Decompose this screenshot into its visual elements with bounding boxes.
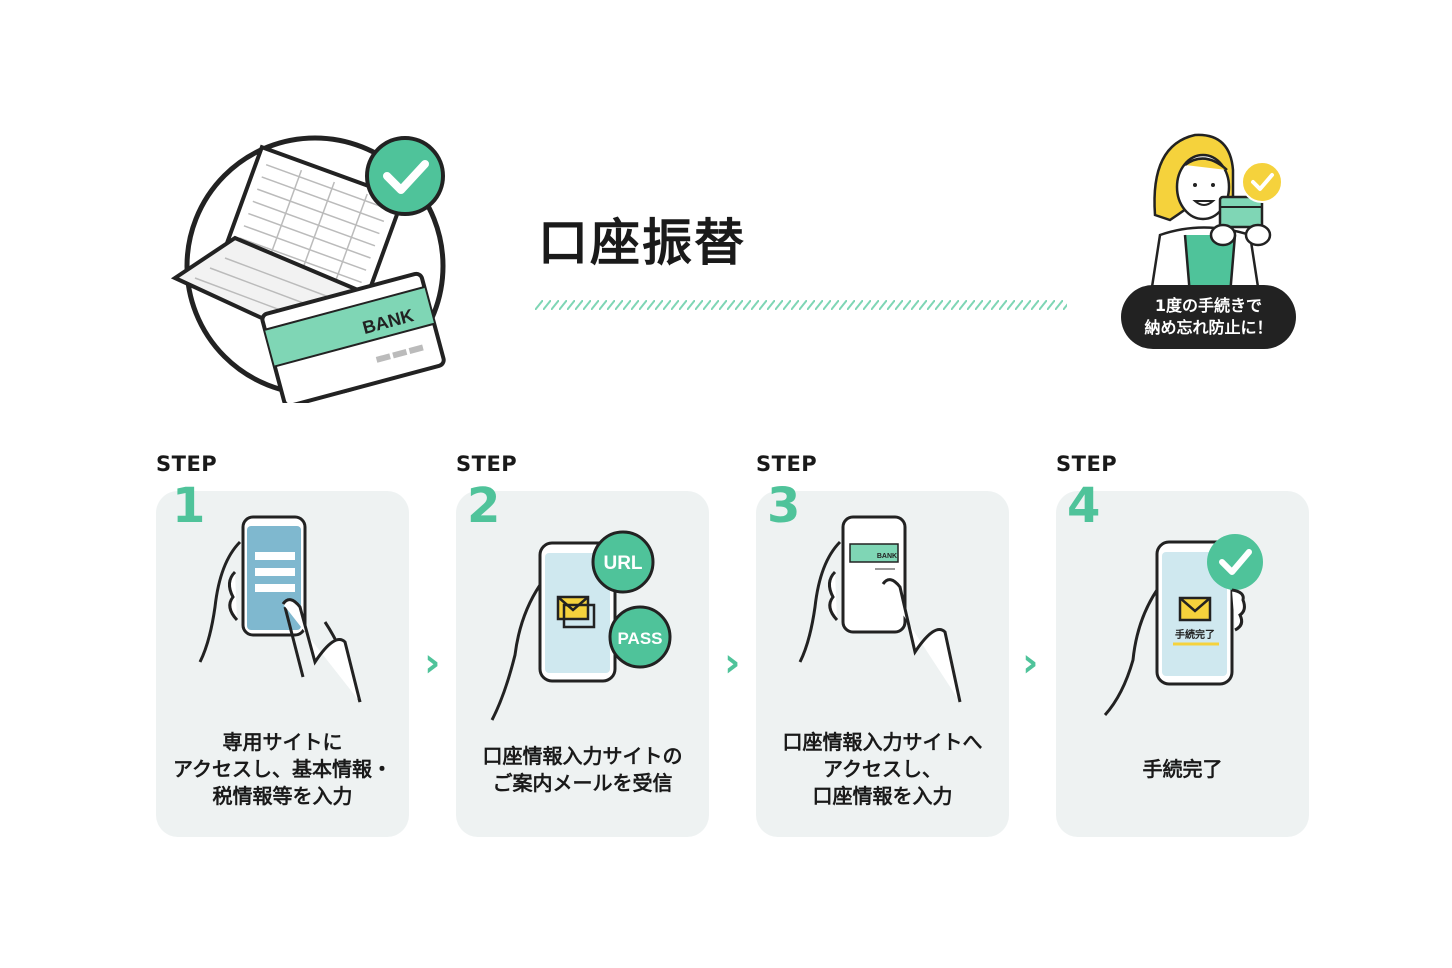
phone-bank-input-illustration: BANK (798, 515, 962, 703)
step-1-label: STEP (156, 452, 218, 476)
complete-label: 手続完了 (1175, 628, 1215, 641)
pass-bubble-text: PASS (617, 629, 662, 648)
step-3-caption-line: 口座情報入力サイトへ (782, 730, 983, 754)
step-2-number: 2 (467, 478, 501, 534)
step-1-number: 1 (172, 478, 206, 534)
phone-complete-illustration: 手続完了 (1103, 534, 1263, 717)
step-4-caption-line: 手続完了 (1142, 757, 1223, 781)
step-1-caption-line: アクセスし、基本情報・ (173, 757, 392, 781)
step-1-caption: 専用サイトに アクセスし、基本情報・ 税情報等を入力 (156, 729, 409, 810)
step-3-caption-line: アクセスし、 (823, 757, 942, 781)
step-3-label: STEP (756, 452, 818, 476)
step-4-number: 4 (1067, 478, 1101, 534)
step-2-label: STEP (456, 452, 518, 476)
step-1-caption-line: 専用サイトに (222, 730, 343, 754)
step-3-number: 3 (767, 478, 801, 534)
step-3-caption: 口座情報入力サイトへ アクセスし、 口座情報を入力 (756, 729, 1009, 810)
phone-mail-illustration: URL PASS (490, 530, 672, 721)
woman-holding-card-illustration (1148, 133, 1283, 302)
phone-form-input-illustration (198, 515, 362, 703)
step-3-caption-line: 口座情報を入力 (812, 784, 953, 808)
mini-bank-text: BANK (877, 553, 897, 560)
chevron-right-icon: › (1022, 640, 1039, 686)
page-title: 口座振替 (538, 214, 746, 272)
promo-line-1: 1度の手続きで (1154, 296, 1263, 315)
step-4-label: STEP (1056, 452, 1118, 476)
step-2-caption-line: 口座情報入力サイトの (482, 744, 683, 768)
chevron-right-icon: › (424, 640, 441, 686)
step-2-caption-line: ご案内メールを受信 (492, 771, 673, 795)
chevron-right-icon: › (724, 640, 741, 686)
title-hatch-divider (535, 300, 1067, 310)
promo-line-2: 納め忘れ防止に！ (1144, 318, 1273, 337)
step-2-caption: 口座情報入力サイトの ご案内メールを受信 (456, 743, 709, 797)
step-1-caption-line: 税情報等を入力 (212, 784, 353, 808)
step-4-caption: 手続完了 (1056, 756, 1309, 783)
bank-laptop-illustration: BANK (170, 135, 446, 403)
promo-bubble: 1度の手続きで 納め忘れ防止に！ (1121, 285, 1296, 349)
url-bubble-text: URL (603, 553, 642, 574)
